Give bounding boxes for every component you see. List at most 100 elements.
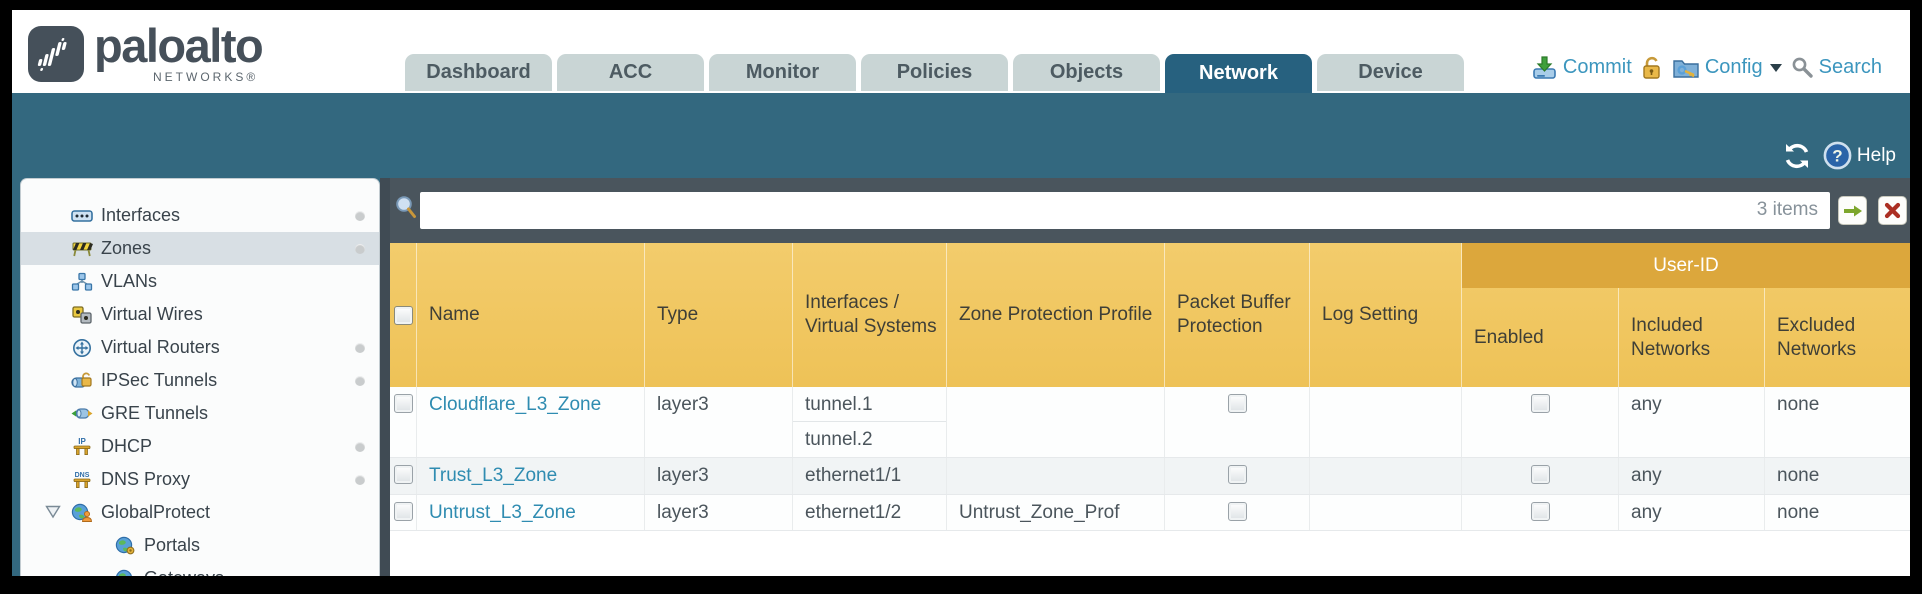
packet-buffer-cell [1165,458,1310,494]
packet-buffer-cell [1165,495,1310,530]
sidebar-item-dhcp[interactable]: IP DHCP [21,430,379,463]
paloalto-logo-icon [28,26,84,82]
pane-divider [380,178,390,576]
sidebar-item-ipsec-tunnels[interactable]: IPSec Tunnels [21,364,379,397]
sidebar-item-label: DNS Proxy [101,469,191,489]
dns-proxy-icon: DNS [73,472,91,488]
zone-name-cell: Cloudflare_L3_Zone [417,387,645,457]
col-header-name[interactable]: Name [417,243,645,387]
paloalto-logo: paloalto NETWORKS® [28,19,264,84]
tab-monitor[interactable]: Monitor [709,54,856,91]
brand-name: paloalto [94,19,264,72]
sidebar-item-vlans[interactable]: VLANs [21,265,379,298]
interfaces-cell: ethernet1/2 [793,495,947,530]
search-label: Search [1818,56,1882,78]
sidebar-item-zones[interactable]: Zones [21,232,379,265]
close-icon [1884,202,1901,219]
zone-name-link[interactable]: Cloudflare_L3_Zone [429,394,602,415]
status-dot [355,475,365,485]
status-dot [355,343,365,353]
col-header-interfaces[interactable]: Interfaces / Virtual Systems [793,243,947,387]
col-header-type[interactable]: Type [645,243,793,387]
filter-input[interactable] [420,192,1830,229]
zone-name-link[interactable]: Trust_L3_Zone [429,465,558,486]
help-label: Help [1856,144,1896,166]
user-id-enabled-cell [1462,458,1619,494]
col-header-zone-protection[interactable]: Zone Protection Profile [947,243,1165,387]
soundwave-icon [37,38,67,71]
table-row: Trust_L3_Zone layer3 ethernet1/1 any non… [390,458,1910,495]
col-header-excluded-networks[interactable]: Excluded Networks [1777,314,1857,360]
col-header-included-networks[interactable]: Included Networks [1619,288,1765,387]
tab-dashboard[interactable]: Dashboard [405,54,552,91]
excluded-networks-cell: none [1777,502,1820,523]
row-checkbox[interactable] [393,394,413,413]
sidebar-item-gre-tunnels[interactable]: GRE Tunnels [21,397,379,430]
sidebar-item-virtual-wires[interactable]: Virtual Wires [21,298,379,331]
help-button[interactable]: ? Help [1823,141,1896,170]
status-dot [355,211,365,221]
sidebar-item-virtual-routers[interactable]: Virtual Routers [21,331,379,364]
row-checkbox[interactable] [393,502,413,521]
portals-icon [115,536,135,554]
enabled-checkbox[interactable] [1530,465,1550,484]
network-sidebar: Interfaces Zones [20,178,380,576]
col-header-enabled[interactable]: Enabled [1462,288,1619,387]
tab-acc[interactable]: ACC [557,54,704,91]
enabled-checkbox[interactable] [1530,502,1550,521]
col-header-log-setting[interactable]: Log Setting [1310,243,1462,387]
sidebar-item-globalprotect[interactable]: GlobalProtect [21,496,379,529]
tab-network[interactable]: Network [1165,54,1312,93]
row-checkbox[interactable] [393,465,413,484]
included-networks-cell: any [1619,495,1765,530]
dhcp-icon: IP [73,437,91,455]
help-glyph: ? [1832,147,1842,166]
zone-type-cell: layer3 [645,387,793,457]
tab-policies[interactable]: Policies [861,54,1008,91]
commit-button[interactable]: Commit [1531,54,1632,81]
sidebar-item-label: GRE Tunnels [101,403,209,423]
clear-filter-button[interactable] [1878,196,1907,225]
sidebar-item-label: Interfaces [101,205,181,225]
band-actions: ? Help [1783,141,1896,170]
row-select-cell [390,495,417,530]
zones-content-pane: 3 items User-ID [390,178,1910,576]
refresh-icon[interactable] [1783,142,1811,170]
packet-buffer-checkbox[interactable] [1227,394,1247,413]
chevron-down-icon [1769,63,1782,72]
select-all-checkbox[interactable] [393,305,413,325]
sidebar-item-interfaces[interactable]: Interfaces [21,199,379,232]
tab-objects[interactable]: Objects [1013,54,1160,91]
zone-name-link[interactable]: Untrust_L3_Zone [429,502,576,523]
tab-device[interactable]: Device [1317,54,1464,91]
header-actions: Commit Config [1531,54,1882,81]
search-icon [1792,57,1813,78]
sidebar-item-gateways[interactable]: Gateways [21,562,379,576]
apply-filter-button[interactable] [1838,196,1867,225]
sidebar-item-dns-proxy[interactable]: DNS DNS Proxy [21,463,379,496]
packet-buffer-checkbox[interactable] [1227,465,1247,484]
row-select-cell [390,387,417,457]
zones-icon [72,242,93,256]
sidebar-item-portals[interactable]: Portals [21,529,379,562]
interfaces-cell: tunnel.1 tunnel.2 [793,387,947,457]
search-button[interactable]: Search [1791,56,1882,79]
virtual-routers-icon [73,338,91,357]
enabled-checkbox[interactable] [1530,394,1550,413]
sidebar-list: Interfaces Zones [21,199,379,576]
col-header-packet-buffer[interactable]: Packet Buffer Protection [1165,243,1310,387]
filter-search-icon[interactable] [395,195,419,221]
expander-open-icon[interactable] [45,505,61,519]
zones-table-header: User-ID Name Type Interfaces / Virtual S… [390,243,1910,387]
sidebar-item-label: Virtual Routers [101,337,220,357]
commit-icon [1533,56,1556,79]
sidebar-item-label: GlobalProtect [101,502,211,522]
zone-type-cell: layer3 [645,495,793,530]
zone-name-cell: Trust_L3_Zone [417,458,645,494]
packet-buffer-checkbox[interactable] [1227,502,1247,521]
vlans-icon [71,272,93,291]
config-menu-button[interactable]: Config [1672,55,1782,80]
row-select-cell [390,458,417,494]
lock-icon[interactable] [1641,55,1663,81]
log-setting-cell [1310,458,1462,494]
